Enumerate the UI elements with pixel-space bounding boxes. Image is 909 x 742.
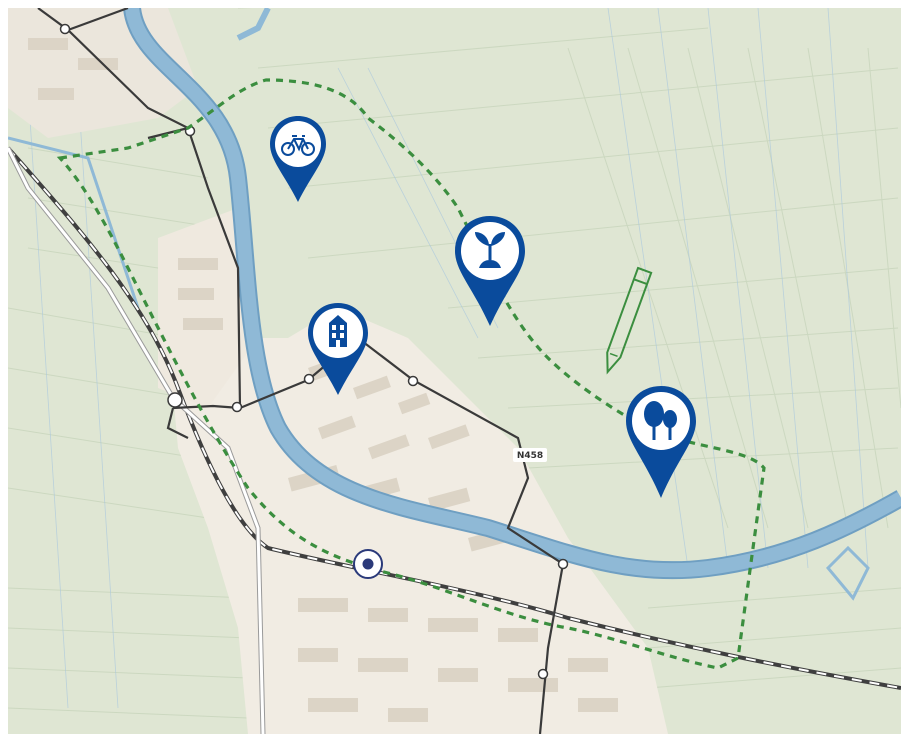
map-canvas[interactable]: N458	[8, 8, 901, 734]
marker-badge	[275, 121, 321, 167]
walking-route[interactable]	[56, 78, 766, 670]
water-ditches	[27, 8, 869, 709]
bicycle-icon	[281, 135, 315, 156]
trees-icon	[644, 401, 677, 440]
town-buildings	[28, 38, 618, 722]
pencil-icon[interactable]	[601, 266, 653, 375]
route-shield	[513, 448, 547, 462]
trees-marker[interactable]	[626, 386, 696, 498]
river	[125, 8, 901, 578]
building-icon	[329, 315, 347, 347]
road-junctions	[59, 23, 569, 680]
canal-north	[236, 8, 271, 41]
building-marker[interactable]	[308, 303, 368, 395]
town-area	[168, 308, 668, 734]
fort-moat	[825, 545, 870, 601]
bicycle-marker[interactable]	[270, 116, 326, 202]
sprout-icon	[475, 232, 505, 268]
railway-dash	[8, 147, 901, 689]
route-label-n458: N458	[517, 451, 543, 461]
current-location[interactable]	[353, 549, 383, 579]
map-view[interactable]: N458	[8, 8, 901, 734]
location-dot-icon	[362, 558, 374, 570]
plant-marker[interactable]	[455, 216, 525, 326]
